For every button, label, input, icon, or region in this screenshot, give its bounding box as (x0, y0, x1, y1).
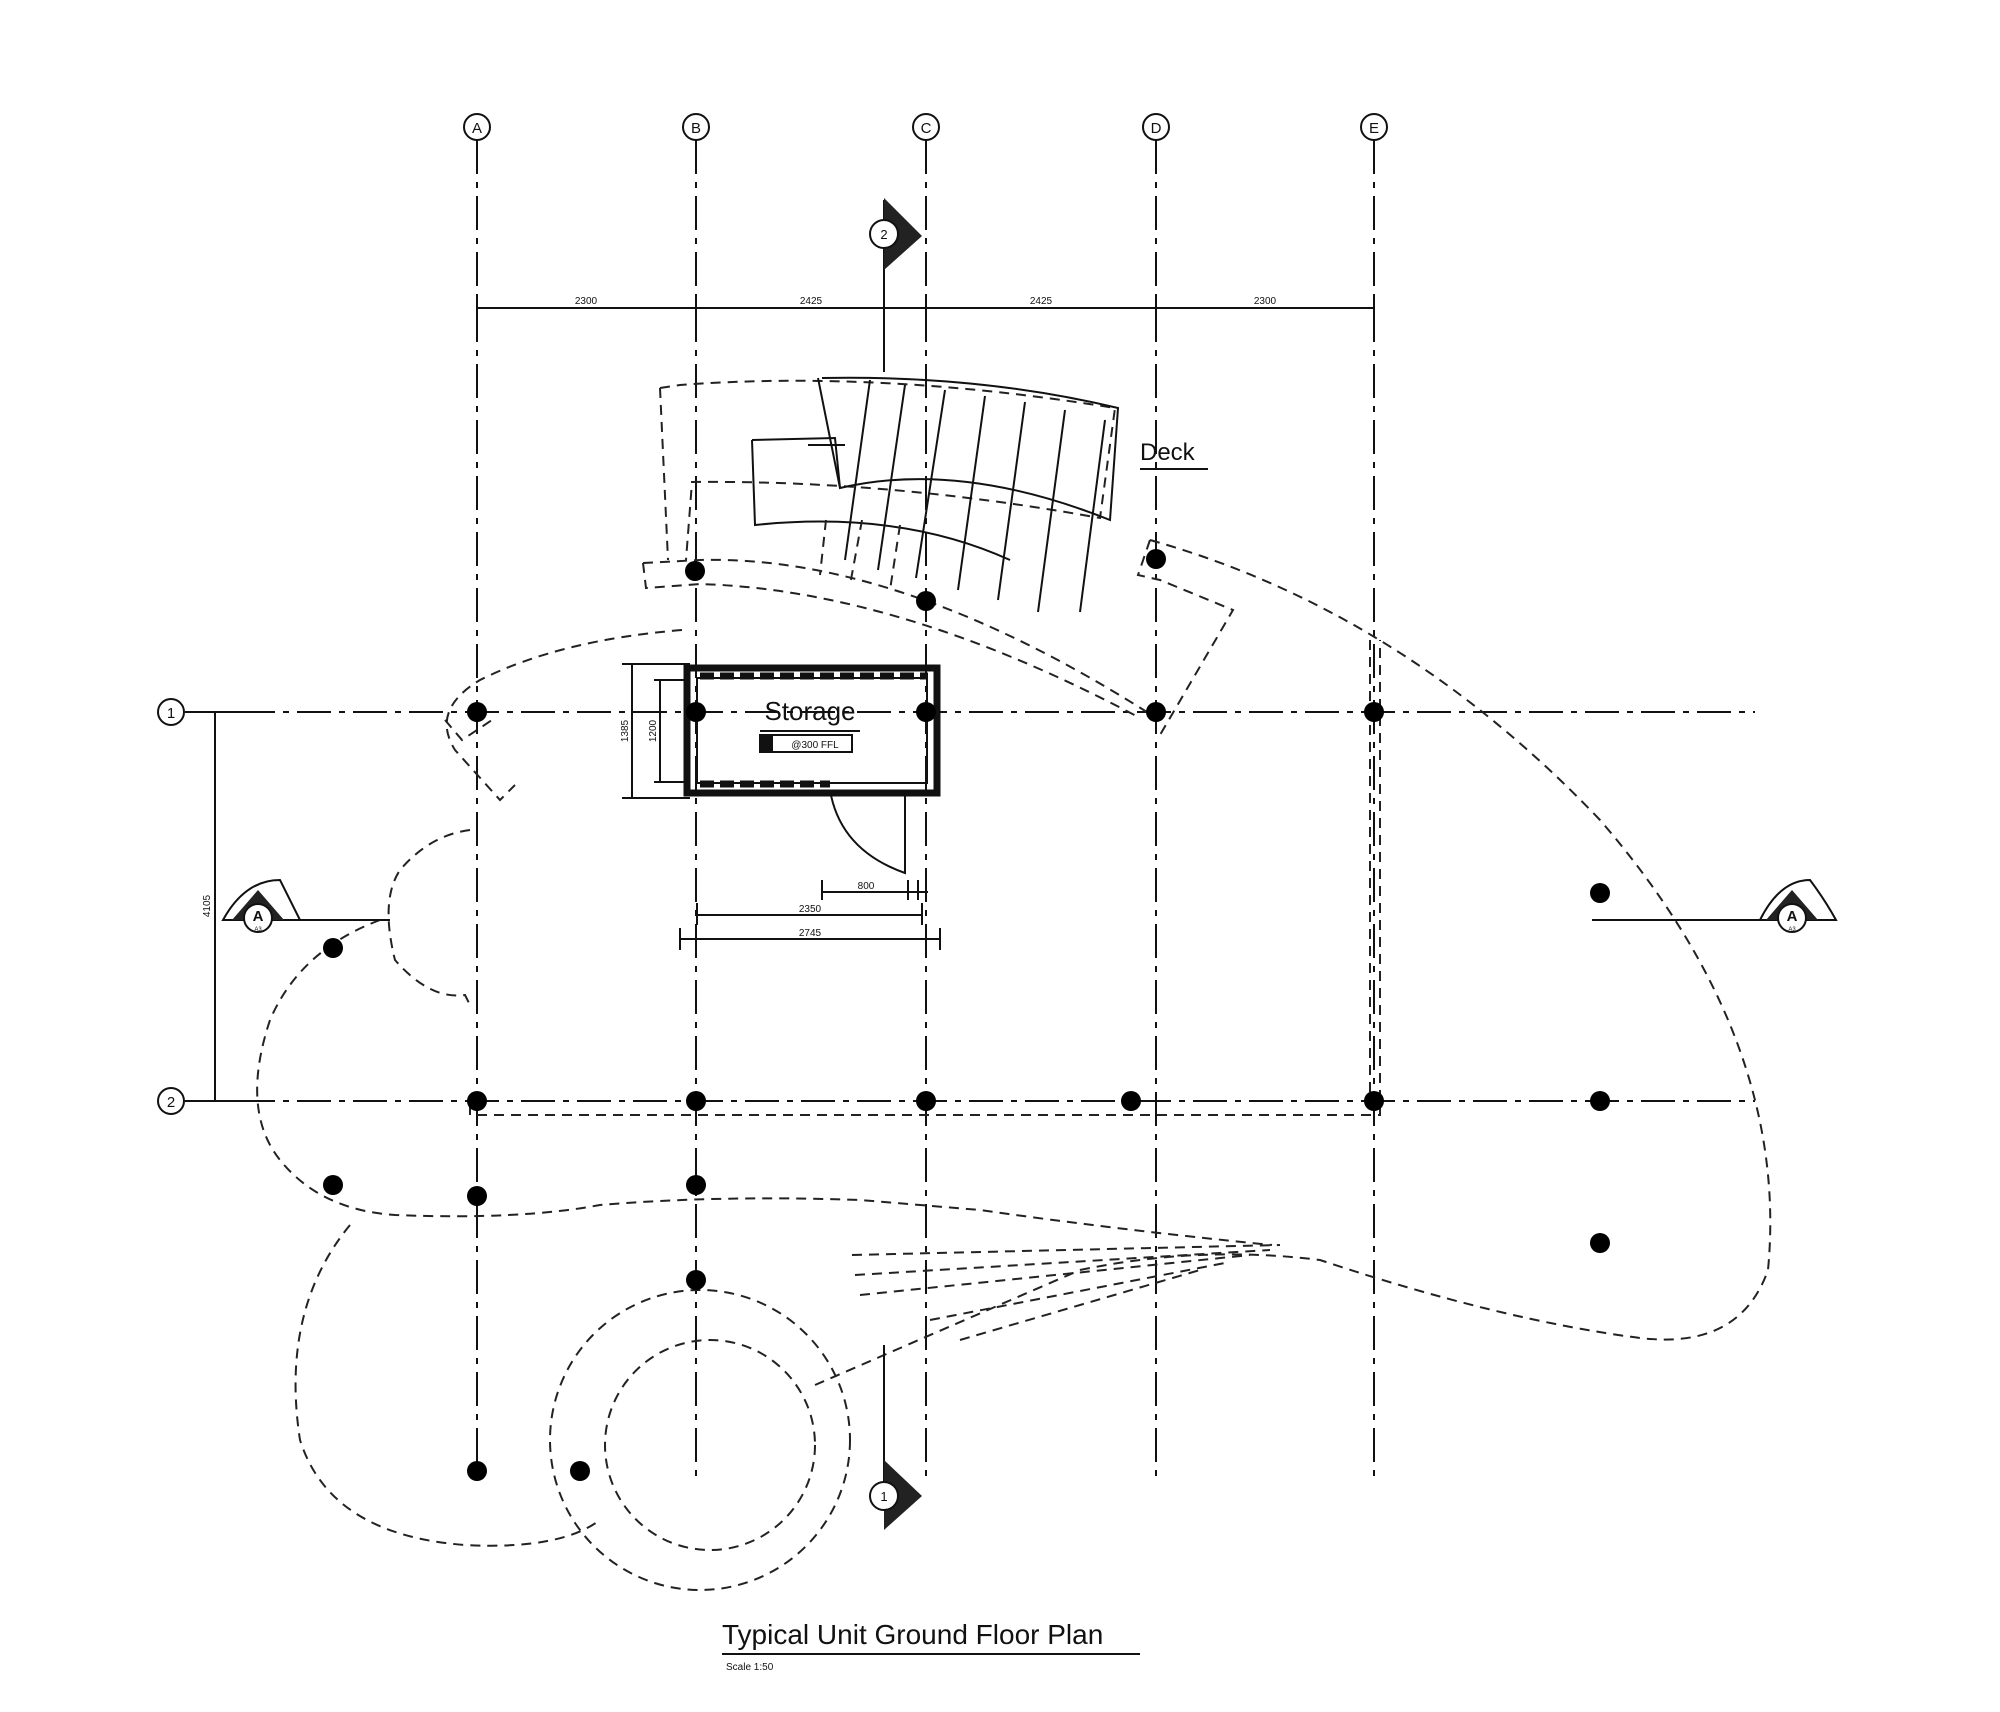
column (1146, 549, 1166, 569)
column (916, 1091, 936, 1111)
dim-c-d: 2425 (1030, 296, 1053, 307)
grid-bubble-a: A (463, 113, 491, 141)
storage-level: @300 FFL (791, 740, 839, 751)
column (467, 1091, 487, 1111)
dim-storage-inner-width: 2350 (799, 904, 822, 915)
grid-bubble-1: 1 (157, 698, 185, 726)
column (1146, 702, 1166, 722)
section-marker-bottom: 1 (869, 1345, 922, 1530)
storage-room: Storage @300 FFL (683, 664, 941, 875)
column (686, 1270, 706, 1290)
dim-storage-outer-width: 2745 (799, 928, 822, 939)
column (467, 1461, 487, 1481)
column (570, 1461, 590, 1481)
section-bottom-label: 1 (880, 1489, 887, 1504)
grid-label-d: D (1151, 120, 1162, 137)
grid-bubbles: A B C D E 1 2 (157, 113, 1388, 1115)
dim-storage-outer-height: 1385 (620, 719, 631, 742)
column (686, 702, 706, 722)
stair (751, 376, 1120, 613)
level-tag (759, 734, 853, 753)
column (323, 1175, 343, 1195)
column (1364, 1091, 1384, 1111)
dim-1-2: 4105 (202, 894, 213, 917)
column (1590, 1091, 1610, 1111)
drawing-scale: Scale 1:50 (726, 1662, 774, 1673)
column (916, 591, 936, 611)
grid-label-c: C (921, 120, 932, 137)
column (686, 1175, 706, 1195)
section-marker-top: 2 (869, 198, 922, 372)
feature-circle (604, 1339, 816, 1551)
grid-lines (185, 140, 1755, 1480)
grid-label-a: A (472, 120, 482, 137)
dim-b-c: 2425 (800, 296, 823, 307)
column (685, 561, 705, 581)
section-a-left-label: A (253, 908, 264, 925)
column (1121, 1091, 1141, 1111)
grid-bubble-c: C (912, 113, 940, 141)
section-a-left-ref: A3 (254, 927, 262, 933)
storage-label: Storage (764, 696, 855, 726)
section-marker-a-left: A A3 (221, 878, 390, 933)
column (323, 938, 343, 958)
dim-a-b: 2300 (575, 296, 598, 307)
section-a-right-ref: A3 (1788, 927, 1796, 933)
drawing-title-block: Typical Unit Ground Floor Plan Scale 1:5… (722, 1619, 1140, 1673)
grid-label-e: E (1369, 120, 1379, 137)
column (916, 702, 936, 722)
left-dimension: 4105 (202, 711, 250, 1102)
columns (323, 549, 1610, 1481)
dim-d-e: 2300 (1254, 296, 1277, 307)
storage-door-swing (829, 789, 906, 875)
grid-label-1: 1 (167, 705, 175, 722)
section-marker-a-right: A A3 (1592, 878, 1838, 933)
grid-bubble-2: 2 (157, 1087, 185, 1115)
storage-dimensions: 1385 1200 800 2350 2745 (620, 663, 941, 950)
section-a-right-label: A (1787, 908, 1798, 925)
grid-bubble-d: D (1142, 113, 1170, 141)
column (467, 1186, 487, 1206)
column (1364, 702, 1384, 722)
deck-label: Deck (1140, 439, 1196, 466)
grid-bubble-e: E (1360, 113, 1388, 141)
grid-label-b: B (691, 120, 701, 137)
grid-label-2: 2 (167, 1094, 175, 1111)
column (467, 702, 487, 722)
grid-bubble-b: B (682, 113, 710, 141)
top-dimension-string: 2300 2425 2425 2300 (476, 296, 1375, 316)
column (1590, 883, 1610, 903)
dim-door-width: 800 (858, 881, 875, 892)
drawing-title: Typical Unit Ground Floor Plan (722, 1619, 1103, 1650)
section-top-label: 2 (880, 227, 887, 242)
deck-outline (256, 379, 1772, 1591)
dim-storage-inner-height: 1200 (648, 719, 659, 742)
feature-circle-outer (549, 1289, 851, 1591)
column (686, 1091, 706, 1111)
column (1590, 1233, 1610, 1253)
